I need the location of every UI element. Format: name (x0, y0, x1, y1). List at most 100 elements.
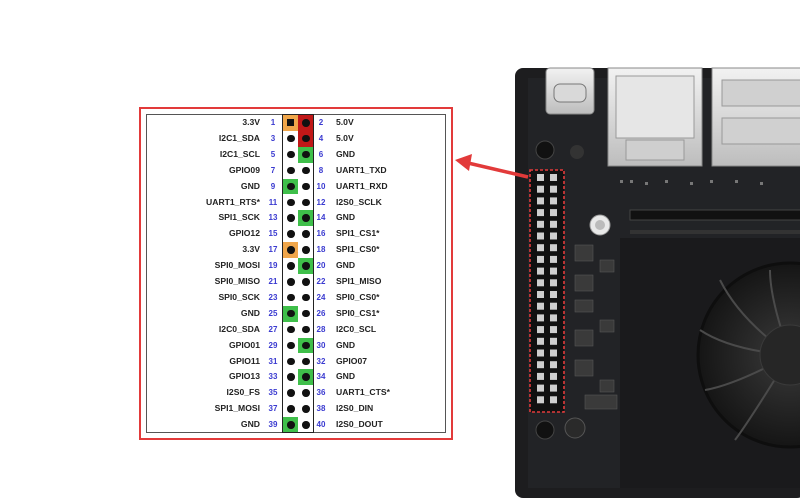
pin-cell-right (298, 337, 313, 354)
pin-dot (302, 214, 310, 222)
pin-number-left: 23 (268, 292, 278, 302)
pin-cell-right (298, 146, 313, 163)
pin-label-left: GPIO11 (229, 355, 260, 366)
pin-cell-right (298, 178, 313, 195)
pin-dot (287, 214, 295, 222)
pin-label-left: GPIO13 (228, 371, 260, 382)
board-gpio-header (530, 170, 564, 412)
pin-label-right: SPI1_MISO (336, 276, 382, 286)
pin-dot (287, 278, 295, 286)
board-header-pin (550, 361, 557, 369)
pin-dot (302, 182, 310, 191)
board-header-pin (550, 372, 557, 380)
pin-dot (302, 119, 310, 127)
pin-cell-left (283, 162, 298, 179)
pin-dot (287, 293, 295, 302)
pin-cell-right (298, 417, 313, 433)
board-header-pin (537, 314, 544, 322)
pointer-arrow-line (467, 161, 529, 179)
board-header-pin (550, 232, 557, 240)
pin-cell-right (298, 274, 313, 290)
pin-number-left: 15 (268, 229, 278, 239)
pin-label-left: SPI1_SCK (218, 212, 260, 223)
pin-dot (302, 357, 310, 365)
pin-number-right: 16 (316, 229, 326, 239)
pin-number-right: 30 (316, 340, 326, 350)
pin-number-left: 39 (268, 420, 278, 430)
pin-number-right: 36 (316, 388, 326, 398)
pin-label-right: 5.0V (336, 132, 354, 143)
pin-cell-left (283, 194, 298, 211)
board-header-pin (537, 174, 544, 181)
pin-cell-left (283, 130, 298, 147)
board-header-pin (550, 302, 557, 310)
board-header-pin (550, 255, 557, 263)
pin-dot (287, 198, 295, 206)
pin-dot (287, 134, 295, 143)
pin-label-left: SPI0_SCK (218, 291, 260, 302)
pin-label-left: GPIO12 (228, 228, 260, 239)
pin-dot (302, 166, 310, 175)
pin-cell-left (283, 337, 298, 354)
pin-label-right: UART1_CTS* (336, 387, 390, 398)
pin-label-right: SPI0_CS0* (336, 291, 380, 302)
pin-cell-right (298, 226, 313, 243)
pin-dot (302, 293, 310, 302)
pin-cell-left (283, 353, 298, 370)
pin-dot (287, 405, 295, 413)
pin-dot (287, 325, 295, 334)
pin-number-right: 12 (316, 197, 326, 207)
pin-label-left: UART1_RTS* (206, 196, 260, 207)
pin-label-left: GND (240, 307, 260, 318)
board-header-pin (537, 396, 544, 404)
pin-label-left: GPIO09 (228, 164, 260, 175)
header-highlight-box (529, 169, 565, 413)
pin-label-right: I2S0_DIN (336, 403, 374, 414)
pin-dot (302, 325, 310, 334)
pin-row: SPI0_SCK 23 24 SPI0_CS0* (147, 289, 445, 306)
pin-number-right: 40 (316, 420, 326, 430)
pin-number-right: 26 (316, 308, 326, 318)
pin-number-right: 24 (316, 292, 326, 302)
fan (696, 261, 800, 449)
board-header-pin (550, 326, 557, 334)
board-header-pin (537, 209, 544, 217)
pin-number-right: 38 (316, 404, 326, 414)
pin-number-right: 28 (316, 324, 326, 334)
pin-dot (302, 134, 310, 143)
pin-label-left: GND (240, 180, 260, 191)
pin-number-right: 22 (316, 277, 326, 286)
board-header-pin (550, 349, 557, 357)
pin-number-left: 7 (270, 165, 276, 175)
pin-number-right: 2 (318, 118, 324, 127)
pin-label-right: I2C0_SCL (336, 323, 377, 334)
pin-dot (302, 389, 310, 397)
pin-dot (287, 357, 295, 365)
pin-number-left: 31 (268, 356, 278, 366)
pin-label-right: I2S0_SCLK (336, 196, 382, 207)
pin-number-left: 3 (270, 133, 276, 143)
pin-cell-right (298, 162, 313, 179)
pin-label-right: SPI1_CS0* (336, 244, 380, 255)
pin-cell-right (298, 369, 313, 386)
pin-cell-right (298, 321, 313, 338)
pin-number-right: 14 (316, 213, 326, 223)
pin-dot (287, 246, 295, 254)
pin-cell-left (283, 178, 298, 195)
pin-dot (287, 421, 295, 429)
pin-number-right: 20 (316, 261, 326, 271)
pin-dot (302, 150, 310, 159)
pin-dot (287, 389, 295, 397)
pin-cell-left (283, 417, 298, 433)
